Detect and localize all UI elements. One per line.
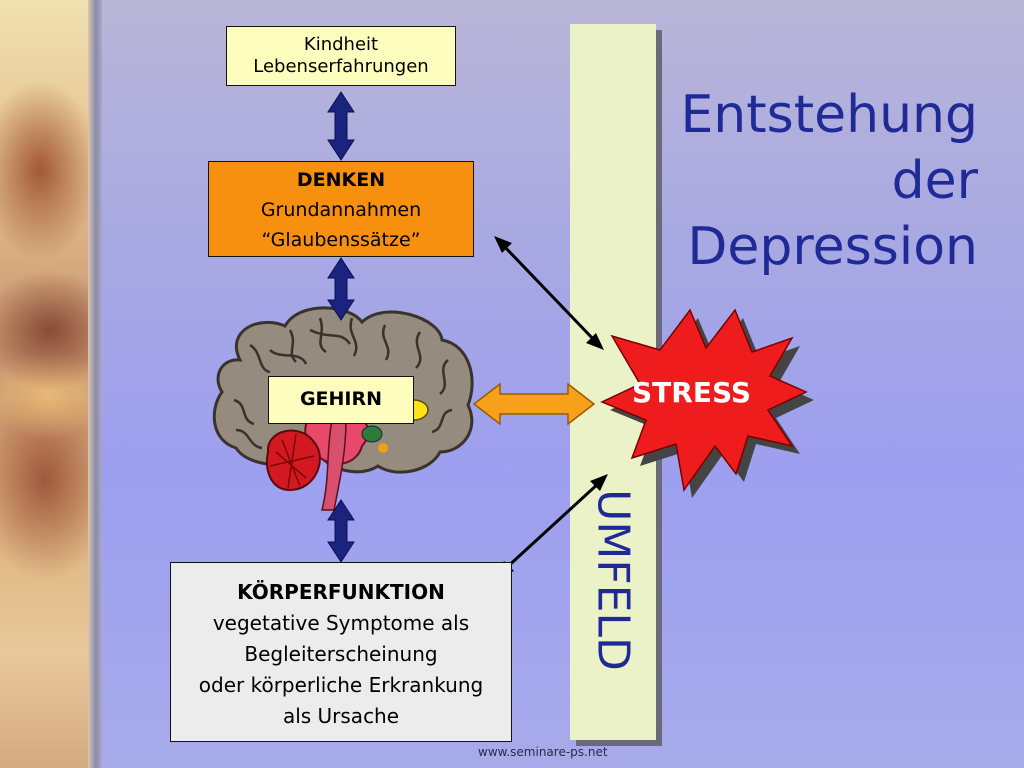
title-line3: Depression bbox=[687, 217, 978, 277]
double-arrow-denken-stress bbox=[494, 236, 604, 350]
page-title: Entstehung der Depression bbox=[680, 82, 978, 280]
double-arrow-koerper-stress bbox=[496, 474, 608, 578]
stress-label: STRESS bbox=[632, 376, 752, 409]
koerper-heading: KÖRPERFUNKTION bbox=[237, 580, 445, 604]
denken-heading: DENKEN bbox=[296, 169, 386, 191]
denken-line1: Grundannahmen bbox=[260, 199, 422, 221]
left-edge-divider bbox=[88, 0, 102, 768]
koerper-line4: als Ursache bbox=[282, 704, 400, 728]
title-line2: der bbox=[891, 151, 978, 211]
koerper-line1: vegetative Symptome als bbox=[212, 611, 470, 635]
koerperfunktion-box: KÖRPERFUNKTION vegetative Symptome als B… bbox=[170, 562, 512, 742]
gehirn-box: GEHIRN bbox=[268, 376, 414, 424]
koerper-line3: oder körperliche Erkrankung bbox=[198, 673, 484, 697]
footer-url: www.seminare-ps.net bbox=[478, 745, 608, 759]
title-line1: Entstehung bbox=[680, 85, 978, 145]
kindheit-line2: Lebenserfahrungen bbox=[253, 56, 429, 77]
left-decorative-strip bbox=[0, 0, 96, 768]
double-arrow-kindheit-denken bbox=[327, 91, 355, 161]
kindheit-line1: Kindheit bbox=[303, 34, 379, 55]
denken-line2: “Glaubenssätze” bbox=[261, 229, 421, 251]
gehirn-label: GEHIRN bbox=[299, 388, 383, 410]
koerper-line2: Begleiterscheinung bbox=[244, 642, 438, 666]
starburst-icon bbox=[600, 308, 814, 498]
double-arrow-gehirn-stress bbox=[472, 382, 596, 426]
denken-box: DENKEN Grundannahmen “Glaubenssätze” bbox=[208, 161, 474, 257]
kindheit-box: Kindheit Lebenserfahrungen bbox=[226, 26, 456, 86]
double-arrow-denken-gehirn bbox=[327, 257, 355, 321]
